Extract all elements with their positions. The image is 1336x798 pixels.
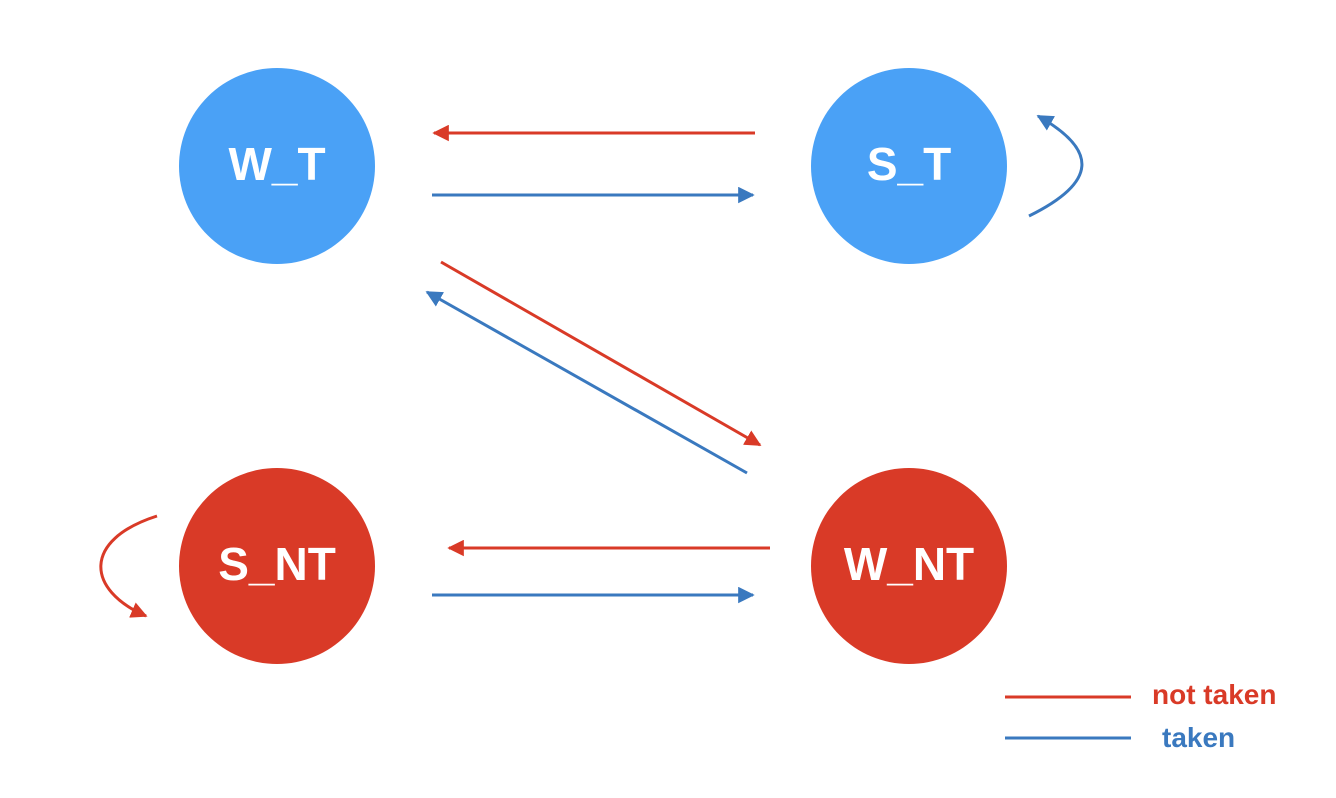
transition-s-t-self-loop-taken bbox=[1028, 114, 1084, 218]
legend-not-taken-label: not taken bbox=[1152, 679, 1276, 710]
state-w-t-circle bbox=[179, 68, 375, 264]
state-s-t-label: S_T bbox=[867, 138, 951, 190]
state-w-nt-label: W_NT bbox=[844, 538, 974, 590]
state-w-nt: W_NT bbox=[811, 468, 1007, 664]
state-s-t: S_T bbox=[811, 68, 1007, 264]
transition-w-nt-to-w-t-taken bbox=[425, 290, 748, 475]
state-s-t-circle bbox=[811, 68, 1007, 264]
legend-taken-label: taken bbox=[1162, 722, 1235, 753]
state-s-nt-circle bbox=[179, 468, 375, 664]
legend: not taken taken bbox=[1005, 679, 1276, 753]
state-w-nt-circle bbox=[811, 468, 1007, 664]
state-s-nt: S_NT bbox=[179, 468, 375, 664]
transition-s-nt-self-loop-not-taken bbox=[99, 514, 158, 618]
state-w-t: W_T bbox=[179, 68, 375, 264]
transition-w-t-to-w-nt-not-taken bbox=[440, 260, 762, 447]
state-w-t-label: W_T bbox=[228, 138, 325, 190]
state-s-nt-label: S_NT bbox=[218, 538, 336, 590]
